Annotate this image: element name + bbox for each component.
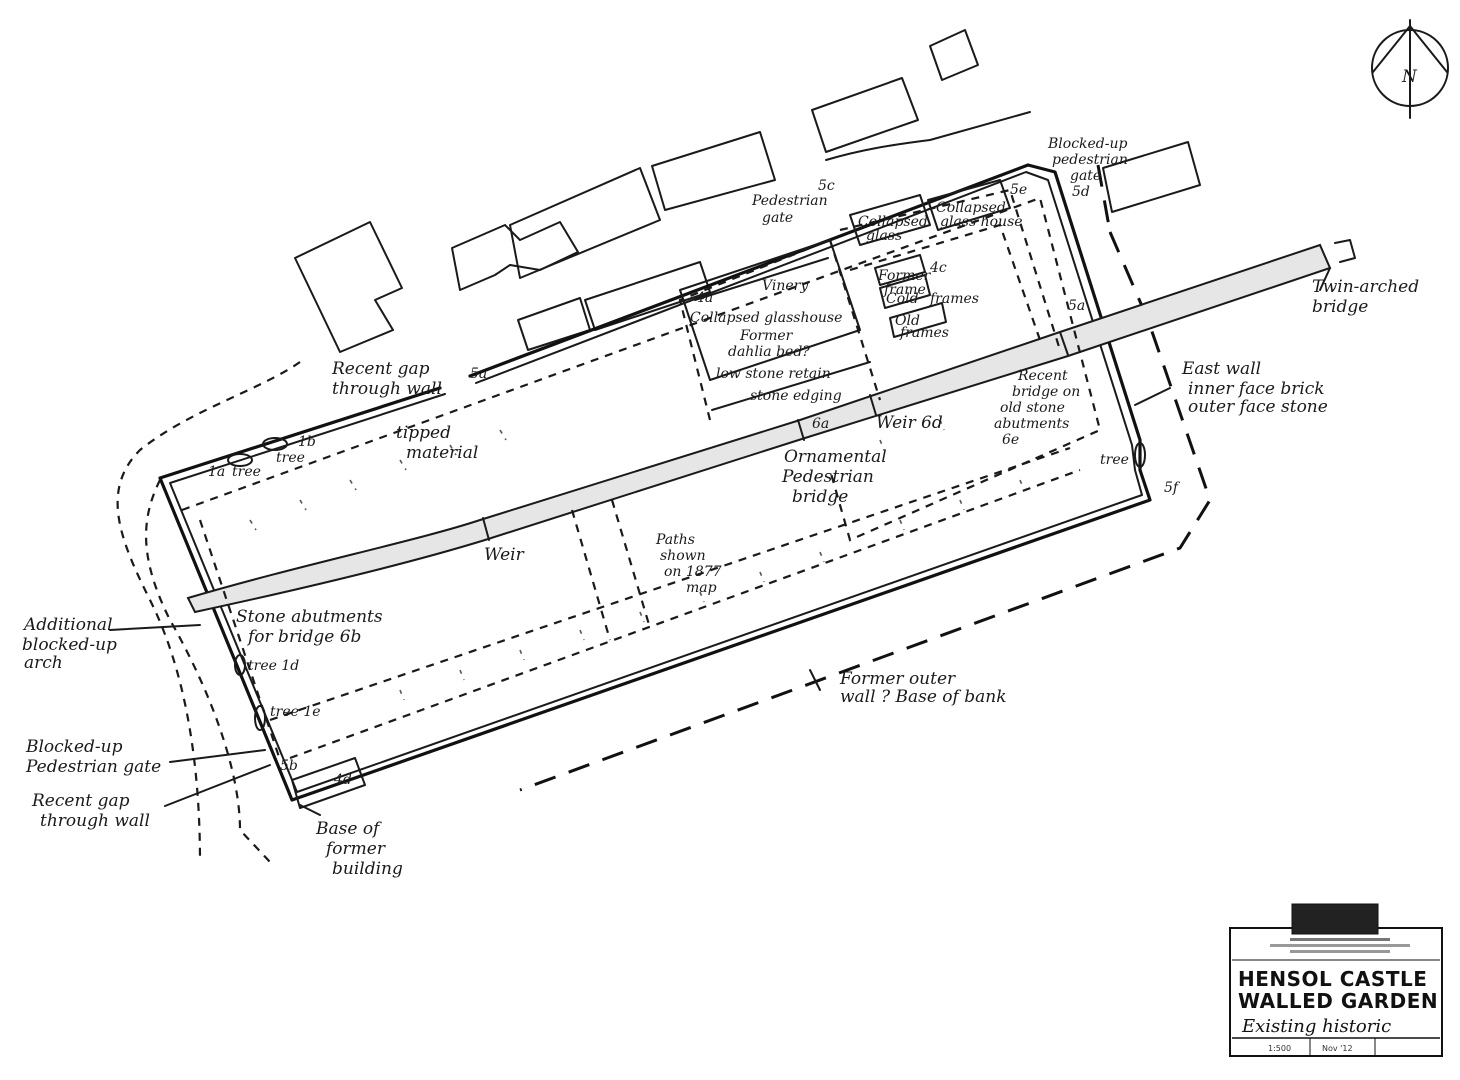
- title-line-3: Existing historic: [1241, 1016, 1391, 1037]
- label-recent-gap-bottom-1: Recent gap: [31, 791, 130, 811]
- west-path-inner: [144, 479, 271, 863]
- label-paths-1: Paths: [655, 532, 695, 548]
- label-tree-1e: tree 1e: [270, 704, 321, 720]
- label-base-building-3: building: [332, 859, 403, 879]
- label-tree-e: tree: [1100, 452, 1129, 468]
- label-4d: 4d: [333, 772, 352, 788]
- label-4c: 4c: [929, 260, 947, 276]
- label-dahlia-1: Former: [739, 328, 794, 344]
- title-line-1: HENSOL CASTLE: [1238, 967, 1427, 991]
- title-line-2: WALLED GARDEN: [1238, 989, 1438, 1013]
- label-recent-gap-top-1: Recent gap: [331, 359, 430, 379]
- label-additional-arch-2: blocked-up: [22, 635, 117, 655]
- label-east-wall-2: inner face brick: [1188, 379, 1325, 399]
- company-logo: [1291, 903, 1379, 935]
- title-date: Nov '12: [1322, 1044, 1353, 1053]
- label-base-building-2: former: [324, 839, 386, 859]
- label-recent-gap-top-2: through wall: [332, 379, 442, 399]
- label-paths-4: map: [686, 580, 717, 596]
- label-6a: 6a: [812, 416, 829, 432]
- label-tree-1a: tree: [232, 464, 261, 480]
- label-tree-1b: tree: [276, 450, 305, 466]
- label-frames-1: Former: [877, 268, 932, 284]
- label-paths-2: shown: [660, 548, 706, 564]
- label-5b: 5b: [280, 758, 298, 774]
- label-5f: 5f: [1164, 480, 1181, 496]
- label-recent-bridge-4: abutments: [994, 416, 1069, 432]
- annotations: Blocked-up pedestrian gate 5d Pedestrian…: [22, 136, 1419, 879]
- label-paths-3: on 1877: [664, 564, 722, 580]
- label-tree-1b-num: 1b: [298, 434, 316, 450]
- label-collapsed-small-1: Collapsed: [936, 200, 1006, 216]
- label-5a-west: 5a: [470, 366, 487, 382]
- label-tree-1d: tree 1d: [248, 658, 299, 674]
- tree-symbols: [227, 437, 1146, 731]
- label-collapsed-1: Collapsed: [858, 214, 928, 230]
- label-blocked-gate-ne-4: 5d: [1072, 184, 1090, 200]
- label-weir-6d: Weir 6d: [876, 413, 943, 433]
- label-ornamental-3: bridge: [792, 487, 848, 507]
- label-pedestrian-gate-3: 5c: [818, 178, 835, 194]
- label-blocked-gate-w-2: Pedestrian gate: [25, 757, 161, 777]
- label-stone-edging: stone edging: [750, 388, 842, 404]
- label-stone-abut-1: Stone abutments: [236, 607, 383, 627]
- label-blocked-gate-w-1: Blocked-up: [25, 737, 123, 757]
- label-blocked-gate-ne-1: Blocked-up: [1047, 136, 1128, 152]
- label-ornamental-1: Ornamental: [784, 447, 887, 467]
- north-arrow-icon: N: [1371, 19, 1449, 119]
- label-recent-bridge-5: 6e: [1002, 432, 1019, 448]
- label-ornamental-2: Pedestrian: [781, 467, 874, 487]
- north-label: N: [1401, 67, 1418, 87]
- label-frames-2: frame: [883, 282, 926, 298]
- label-recent-bridge-1: Recent: [1017, 368, 1068, 384]
- label-east-wall-1: East wall: [1181, 359, 1261, 379]
- label-blocked-gate-ne-2: pedestrian: [1052, 152, 1128, 168]
- label-low-stone: low stone retain: [716, 366, 831, 382]
- label-recent-gap-bottom-2: through wall: [40, 811, 150, 831]
- buildings-north: [294, 29, 1201, 353]
- label-additional-arch-1: Additional: [22, 615, 113, 635]
- former-building-base: [291, 757, 366, 809]
- label-pedestrian-gate-1: Pedestrian: [751, 193, 828, 209]
- garden-wall: [158, 163, 1152, 802]
- label-vinery: Vinery: [762, 278, 809, 294]
- label-weir: Weir: [484, 545, 525, 565]
- label-vinery-num: 4a: [695, 290, 713, 306]
- former-outer-wall: [519, 231, 1212, 792]
- label-recent-bridge-3: old stone: [1000, 400, 1065, 416]
- label-blocked-gate-ne-3: gate: [1070, 168, 1101, 184]
- label-frames-3: Cold: [886, 291, 919, 307]
- label-base-building-1: Base of: [315, 819, 382, 839]
- label-pedestrian-gate-2: gate: [762, 210, 793, 226]
- label-collapsed-small-2: glass house: [940, 214, 1023, 230]
- west-path-outer: [116, 361, 301, 863]
- glasshouse-area: [679, 179, 1011, 411]
- title-block: HENSOL CASTLE WALLED GARDEN Existing his…: [1229, 903, 1443, 1057]
- label-twin-bridge-2: bridge: [1312, 297, 1368, 317]
- label-tipped-1: tipped: [396, 423, 451, 443]
- label-additional-arch-3: arch: [24, 653, 63, 673]
- title-scale: 1:500: [1268, 1044, 1291, 1053]
- label-5e: 5e: [1010, 182, 1027, 198]
- label-tree-1a-num: 1a: [208, 464, 225, 480]
- label-collapsed-2: glass: [866, 228, 902, 244]
- label-east-wall-3: outer face stone: [1188, 397, 1328, 417]
- label-stone-abut-2: for bridge 6b: [246, 627, 361, 647]
- label-frames-6: frames: [899, 325, 949, 341]
- label-5a: 5a: [1068, 298, 1085, 314]
- label-frames-5: Old: [895, 313, 920, 329]
- leader-lines: [109, 267, 1331, 816]
- label-tipped-2: material: [406, 443, 478, 463]
- label-outer-wall-2: wall ? Base of bank: [840, 687, 1007, 707]
- label-frames-4: frames: [929, 291, 979, 307]
- label-dahlia-2: dahlia bed?: [728, 344, 810, 360]
- label-outer-wall-1: Former outer: [839, 669, 956, 689]
- label-recent-bridge-2: bridge on: [1012, 384, 1080, 400]
- label-twin-bridge-1: Twin-arched: [1312, 277, 1419, 297]
- label-collapsed-glasshouse: Collapsed glasshouse: [690, 310, 842, 326]
